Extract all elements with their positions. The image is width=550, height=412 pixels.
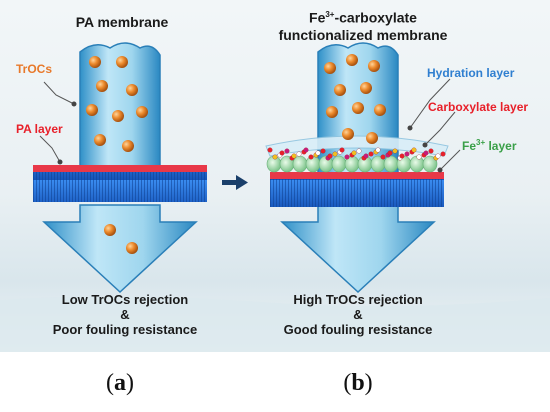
troc-ball: [116, 56, 128, 68]
panel-a-letter: (a): [106, 370, 134, 396]
troc-ball: [86, 104, 98, 116]
carboxylate-dot: [423, 150, 429, 156]
carboxylate-groups: [267, 147, 446, 161]
water-surface: [0, 296, 550, 352]
carboxylate-dot: [411, 147, 417, 153]
troc-ball: [360, 82, 372, 94]
troc-ball: [94, 134, 106, 146]
carboxylate-dot: [356, 148, 362, 154]
carboxylate-dot: [308, 154, 314, 160]
panel-a-caption-line1: Low TrOCs rejection: [61, 292, 189, 307]
leader-lines: [39, 78, 461, 173]
trocs-particles-b: [324, 54, 386, 144]
panel-b-title: Fe3+-carboxylate functionalized membrane: [268, 6, 458, 44]
fe-bead: [331, 155, 347, 173]
carboxylate-dot: [363, 153, 369, 159]
panel-b-caption-amp: &: [353, 307, 363, 322]
carboxylate-dot: [435, 153, 441, 159]
carboxylate-dot: [399, 153, 405, 159]
membrane-b: [270, 172, 444, 207]
troc-ball: [324, 62, 336, 74]
troc-ball: [342, 128, 354, 140]
troc-ball: [112, 110, 124, 122]
carboxylate-dot: [320, 148, 326, 154]
carboxylate-dot: [387, 150, 393, 156]
carboxylate-dot: [416, 154, 422, 160]
panel-b-caption-line2: Good fouling resistance: [283, 322, 433, 337]
carboxylate-dot: [315, 150, 321, 156]
troc-ball: [366, 132, 378, 144]
troc-ball: [368, 60, 380, 72]
troc-ball: [346, 54, 358, 66]
transition-arrow: [222, 175, 248, 190]
panel-a-caption: Low TrOCs rejection & Poor fouling resis…: [40, 292, 210, 337]
troc-ball: [104, 224, 116, 236]
panel-a-letter-text: a: [114, 370, 126, 396]
panel-b-caption-line1: High TrOCs rejection: [293, 292, 423, 307]
carboxylate-dot: [272, 154, 278, 160]
panel-b-caption: High TrOCs rejection & Good fouling resi…: [268, 292, 448, 337]
carboxylate-dot: [344, 154, 350, 160]
carboxylate-dot: [267, 147, 273, 153]
troc-ball: [334, 84, 346, 96]
carboxylate-dot: [284, 148, 290, 154]
fe-bead: [383, 155, 399, 173]
hydration-layer-label: Hydration layer: [427, 66, 515, 80]
troc-ball: [126, 84, 138, 96]
troc-ball: [126, 242, 138, 254]
troc-ball: [122, 140, 134, 152]
carboxylate-layer-label: Carboxylate layer: [428, 100, 529, 114]
pa-membrane-a: [33, 165, 207, 202]
fe3-layer-beads: [266, 155, 438, 173]
carboxylate-dot: [392, 148, 398, 154]
fe-bead: [292, 155, 308, 173]
fe-label-suffix: layer: [485, 139, 517, 153]
fe-bead: [422, 155, 438, 173]
troc-ball: [352, 102, 364, 114]
panel-b-title-sup: 3+: [325, 10, 335, 19]
carboxylate-dot: [375, 147, 381, 153]
panel-b-title-prefix: Fe: [309, 9, 326, 26]
panel-b-title-line2: functionalized membrane: [278, 26, 448, 43]
carboxylate-dot: [380, 154, 386, 160]
fe3-layer-label: Fe3+ layer: [462, 138, 517, 153]
panel-b-letter-text: b: [351, 370, 365, 396]
fe-label-prefix: Fe: [462, 139, 477, 153]
carboxylate-dot: [339, 147, 345, 153]
troc-ball: [136, 106, 148, 118]
panel-a-caption-line2: Poor fouling resistance: [52, 322, 198, 337]
troc-ball: [326, 106, 338, 118]
carboxylate-dot: [327, 153, 333, 159]
troc-ball: [89, 56, 101, 68]
panel-b-letter: (b): [343, 370, 373, 396]
carboxylate-dot: [332, 151, 338, 157]
fe-label-sup: 3+: [476, 138, 486, 147]
pa-layer-label: PA layer: [16, 122, 63, 136]
carboxylate-dot: [428, 148, 434, 154]
carboxylate-dot: [291, 153, 297, 159]
carboxylate-dot: [296, 151, 302, 157]
carboxylate-dot: [368, 151, 374, 157]
panel-b-title-suffix: -carboxylate: [334, 9, 417, 26]
carboxylate-dot: [404, 151, 410, 157]
troc-ball: [374, 104, 386, 116]
troc-ball: [96, 80, 108, 92]
panel-a-title: PA membrane: [75, 14, 169, 30]
carboxylate-dot: [303, 147, 309, 153]
panel-a-caption-amp: &: [120, 307, 130, 322]
trocs-particles-a: [86, 56, 148, 254]
trocs-label: TrOCs: [16, 62, 53, 76]
carboxylate-dot: [279, 150, 285, 156]
carboxylate-dot: [351, 150, 357, 156]
carboxylate-dot: [440, 151, 446, 157]
